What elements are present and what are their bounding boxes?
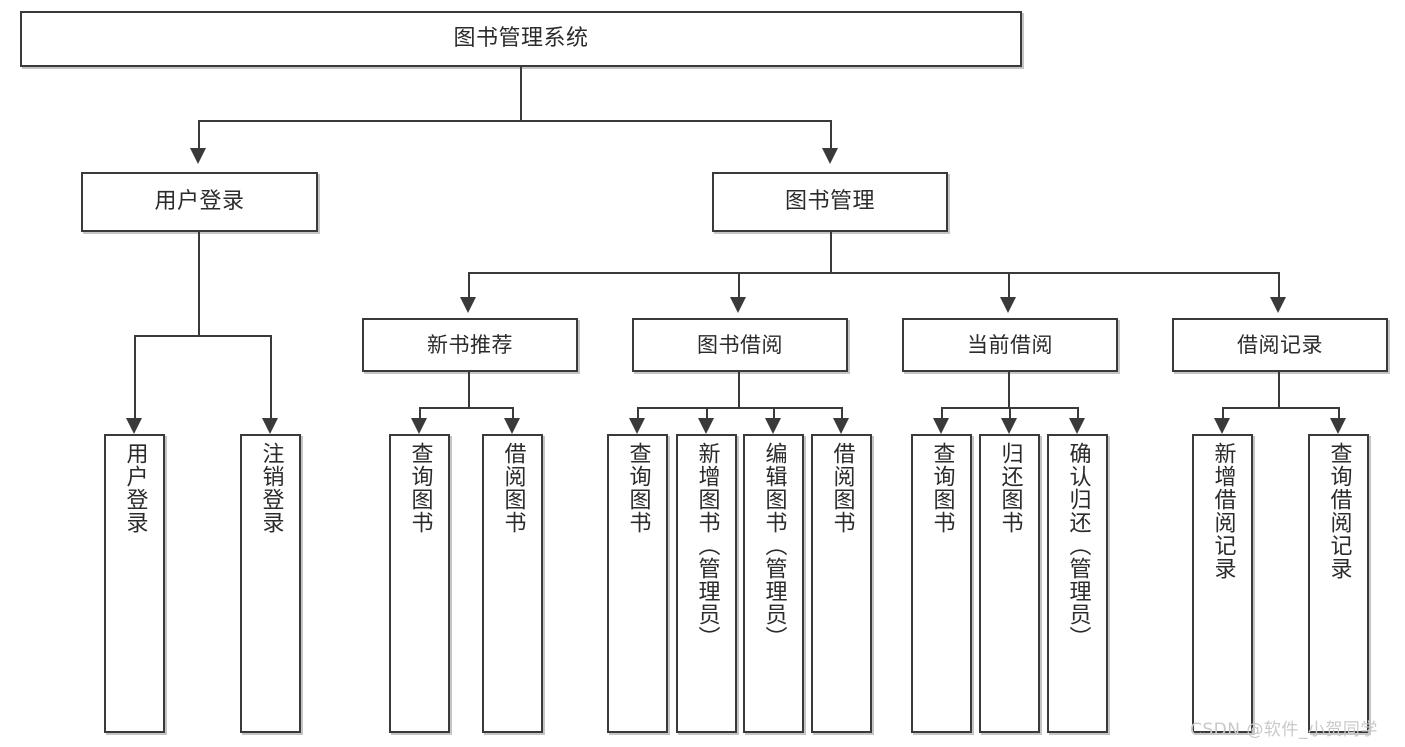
arrow-current-borrow-leaf3 [1069, 418, 1085, 434]
arrow-book-borrow-leaf4 [833, 418, 849, 434]
node-book-management[interactable]: 图书管理 [712, 172, 948, 232]
leaf-book-borrow-add-book-admin[interactable]: 新增图书（管理员） [676, 434, 737, 733]
connector-root-bus [198, 120, 832, 122]
connector-root-to-user-login [198, 120, 200, 148]
connector-to-current-borrow [1008, 272, 1010, 297]
arrow-book-borrow-leaf1 [629, 418, 645, 434]
arrow-to-borrow-record [1270, 297, 1286, 313]
connector-book-borrow-stem [738, 372, 740, 407]
leaf-new-book-borrow-books[interactable]: 借阅图书 [482, 434, 543, 733]
node-label: 图书借阅 [697, 332, 783, 357]
connector-book-borrow-leaf3 [773, 407, 775, 418]
connector-current-borrow-leaf1 [941, 407, 943, 418]
node-user-login[interactable]: 用户登录 [81, 172, 318, 232]
leaf-book-borrow-query-books[interactable]: 查询图书 [607, 434, 668, 733]
connector-current-borrow-stem [1008, 372, 1010, 407]
arrow-user-login-leaf1 [126, 418, 142, 434]
csdn-watermark: CSDN @软件_小贺同学 [1190, 720, 1378, 740]
connector-new-book-leaf1 [419, 407, 421, 418]
connector-to-new-book [468, 272, 470, 297]
node-label: 借阅图书 [500, 442, 526, 534]
leaf-book-borrow-edit-book-admin[interactable]: 编辑图书（管理员） [743, 434, 804, 733]
node-label: 查询图书 [625, 442, 651, 534]
node-label: 用户登录 [154, 189, 245, 215]
connector-current-borrow-leaf3 [1077, 407, 1079, 418]
node-new-book-recommend[interactable]: 新书推荐 [362, 318, 578, 372]
leaf-borrow-record-query-record[interactable]: 查询借阅记录 [1308, 434, 1369, 733]
arrow-current-borrow-leaf2 [1001, 418, 1017, 434]
node-label: 新增图书（管理员） [694, 442, 720, 649]
arrow-new-book-leaf2 [504, 418, 520, 434]
arrow-root-to-book-management [822, 148, 838, 164]
node-label: 新增借阅记录 [1210, 442, 1236, 580]
node-label: 编辑图书（管理员） [761, 442, 787, 649]
leaf-book-borrow-borrow-books[interactable]: 借阅图书 [811, 434, 872, 733]
node-root-book-management-system[interactable]: 图书管理系统 [20, 11, 1022, 67]
connector-user-login-leaf2 [270, 335, 272, 418]
node-label: 借阅记录 [1237, 332, 1323, 357]
arrow-book-borrow-leaf2 [698, 418, 714, 434]
arrow-user-login-leaf2 [262, 418, 278, 434]
connector-new-book-leaf2 [512, 407, 514, 418]
connector-borrow-record-bus [1222, 407, 1339, 409]
arrow-to-book-borrow [730, 297, 746, 313]
node-current-borrow[interactable]: 当前借阅 [902, 318, 1118, 372]
node-label: 查询借阅记录 [1326, 442, 1352, 580]
connector-to-book-borrow [738, 272, 740, 297]
leaf-new-book-query-books[interactable]: 查询图书 [389, 434, 450, 733]
leaf-current-borrow-confirm-return-admin[interactable]: 确认归还（管理员） [1047, 434, 1108, 733]
arrow-current-borrow-leaf1 [933, 418, 949, 434]
node-label: 新书推荐 [427, 332, 513, 357]
leaf-user-login-login[interactable]: 用户登录 [104, 434, 165, 733]
arrow-to-current-borrow [1000, 297, 1016, 313]
connector-user-login-bus [134, 335, 271, 337]
connector-user-login-leaf1 [134, 335, 136, 418]
arrow-book-borrow-leaf3 [765, 418, 781, 434]
connector-borrow-record-leaf2 [1338, 407, 1340, 418]
leaf-current-borrow-return-books[interactable]: 归还图书 [979, 434, 1040, 733]
connector-level3-bus [468, 272, 1280, 274]
node-label: 查询图书 [407, 442, 433, 534]
node-label: 当前借阅 [967, 332, 1053, 357]
connector-borrow-record-stem [1278, 372, 1280, 407]
node-label: 查询图书 [929, 442, 955, 534]
connector-borrow-record-leaf1 [1222, 407, 1224, 418]
arrow-root-to-user-login [190, 148, 206, 164]
node-label: 图书管理 [784, 189, 875, 215]
connector-new-book-bus [419, 407, 513, 409]
node-label: 注销登录 [258, 442, 284, 534]
arrow-borrow-record-leaf2 [1330, 418, 1346, 434]
connector-current-borrow-leaf2 [1009, 407, 1011, 418]
arrow-to-new-book [460, 297, 476, 313]
connector-book-borrow-leaf4 [841, 407, 843, 418]
connector-user-login-stem [198, 232, 200, 335]
node-book-borrow[interactable]: 图书借阅 [632, 318, 848, 372]
connector-book-borrow-leaf2 [706, 407, 708, 418]
node-label: 用户登录 [122, 442, 148, 534]
node-label: 借阅图书 [829, 442, 855, 534]
connector-to-borrow-record [1278, 272, 1280, 297]
connector-root-stem [520, 67, 522, 120]
leaf-current-borrow-query-books[interactable]: 查询图书 [911, 434, 972, 733]
connector-root-to-book-management [830, 120, 832, 148]
arrow-borrow-record-leaf1 [1214, 418, 1230, 434]
node-label: 确认归还（管理员） [1065, 442, 1091, 649]
connector-book-management-stem [830, 232, 832, 272]
node-borrow-record[interactable]: 借阅记录 [1172, 318, 1388, 372]
node-label: 归还图书 [997, 442, 1023, 534]
connector-book-borrow-leaf1 [637, 407, 639, 418]
connector-new-book-stem [468, 372, 470, 407]
node-label: 图书管理系统 [453, 26, 589, 52]
arrow-new-book-leaf1 [411, 418, 427, 434]
leaf-borrow-record-add-record[interactable]: 新增借阅记录 [1192, 434, 1253, 733]
leaf-user-login-logout[interactable]: 注销登录 [240, 434, 301, 733]
connector-book-borrow-bus [637, 407, 842, 409]
